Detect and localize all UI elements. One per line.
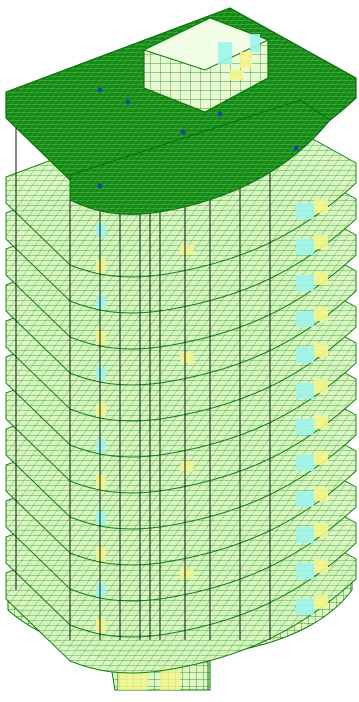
- equipment-block-panel: [230, 70, 244, 80]
- roof-marker: [293, 145, 299, 151]
- core-wall-panel: [314, 523, 328, 537]
- core-wall-panel: [314, 451, 328, 465]
- core-wall-panel: [96, 259, 106, 273]
- core-wall-panel: [96, 619, 106, 633]
- core-wall-panel: [180, 461, 194, 471]
- roof-slab-lower: [69, 99, 331, 215]
- core-walls: [96, 199, 328, 633]
- roof-marker: [180, 129, 186, 135]
- core-wall-panel: [296, 455, 314, 471]
- core-wall-panel: [96, 439, 106, 453]
- core-wall-panel: [96, 583, 106, 597]
- core-wall-panel: [314, 343, 328, 357]
- roof-equipment-block: [142, 17, 270, 113]
- core-wall-panel: [314, 595, 328, 609]
- core-wall-panel: [296, 383, 314, 399]
- equipment-block-panel: [240, 52, 252, 68]
- core-wall-panel: [96, 547, 106, 561]
- roof-marker: [217, 111, 223, 117]
- core-wall-panel: [96, 367, 106, 381]
- core-wall-panel: [96, 403, 106, 417]
- core-wall-panel: [314, 199, 328, 213]
- core-wall-panel: [314, 487, 328, 501]
- core-wall-panel: [314, 235, 328, 249]
- core-wall-panel: [296, 527, 314, 543]
- core-wall-panel: [296, 203, 314, 219]
- core-wall-panel: [296, 347, 314, 363]
- core-wall-panel: [296, 419, 314, 435]
- floor-slabs: [5, 92, 357, 674]
- core-wall-panel: [314, 379, 328, 393]
- roof-marker: [97, 87, 103, 93]
- roof-marker: [97, 183, 103, 189]
- core-wall-panel: [296, 275, 314, 291]
- core-wall-panel: [314, 415, 328, 429]
- roof-marker: [125, 99, 131, 105]
- core-wall-panel: [96, 295, 106, 309]
- core-wall-panel: [180, 353, 194, 363]
- core-wall-panel: [314, 559, 328, 573]
- core-wall-panel: [180, 245, 194, 255]
- core-wall-panel: [296, 563, 314, 579]
- equipment-block-top: [142, 17, 270, 71]
- core-wall-panel: [96, 511, 106, 525]
- core-wall-panel: [314, 271, 328, 285]
- core-wall-panel: [296, 491, 314, 507]
- core-wall-panel: [96, 475, 106, 489]
- core-wall-panel: [296, 239, 314, 255]
- core-wall-panel: [180, 569, 194, 579]
- core-wall-panel: [296, 311, 314, 327]
- core-wall-panel: [96, 223, 106, 237]
- core-wall-panel: [314, 307, 328, 321]
- core-wall-panel: [296, 599, 314, 615]
- equipment-block-panel: [218, 42, 232, 64]
- core-wall-panel: [96, 331, 106, 345]
- equipment-block-panel: [250, 34, 260, 52]
